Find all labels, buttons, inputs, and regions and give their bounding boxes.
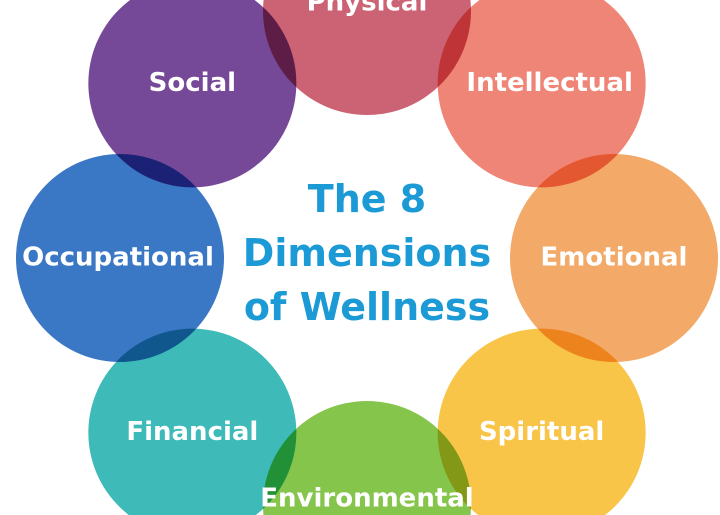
label-spiritual: Spiritual	[479, 417, 604, 447]
title-line-1: The 8	[308, 177, 426, 221]
title-line-2: Dimensions	[243, 231, 491, 275]
circle-spiritual	[437, 328, 646, 515]
circle-social	[88, 0, 297, 188]
label-financial: Financial	[126, 417, 258, 447]
label-environmental: Environmental	[260, 484, 473, 514]
label-emotional: Emotional	[541, 243, 688, 273]
circle-intellectual	[437, 0, 646, 188]
circle-occupational	[16, 154, 224, 362]
circle-financial	[88, 328, 297, 515]
label-social: Social	[149, 68, 236, 98]
circle-environmental	[263, 401, 472, 515]
circle-emotional	[510, 154, 718, 362]
label-physical: Physical	[307, 0, 428, 18]
circle-physical	[263, 0, 471, 115]
label-intellectual: Intellectual	[466, 68, 633, 98]
title-line-3: of Wellness	[244, 285, 490, 329]
label-occupational: Occupational	[22, 243, 214, 273]
